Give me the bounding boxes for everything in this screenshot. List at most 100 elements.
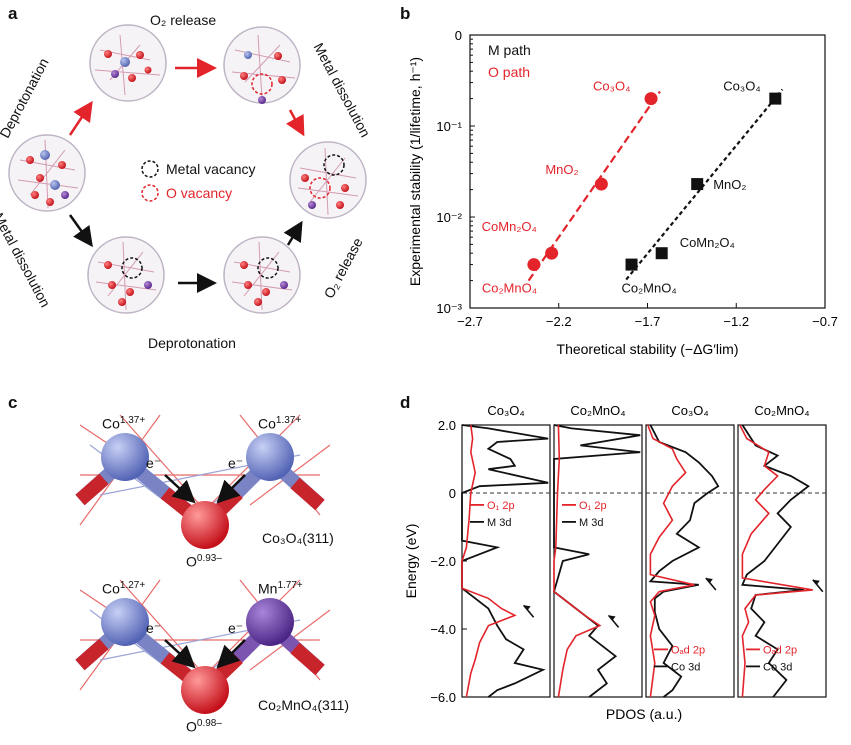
o-path-point-label: CoMn₂O₄ <box>482 219 537 234</box>
pdos-oxygen-curve <box>461 424 517 698</box>
o-path-point-label: MnO₂ <box>545 162 578 177</box>
legend-metal-vacancy: Metal vacancy <box>166 161 256 177</box>
metal-vacancy-legend-icon <box>141 160 159 178</box>
arrow-metal-dissolution-right <box>286 109 305 137</box>
electron-label-bottom-1: e⁻ <box>146 620 162 636</box>
cluster-left <box>8 134 86 212</box>
y-tick-label: 10⁻³ <box>436 301 462 316</box>
m-path-point-label: CoMn₂O₄ <box>680 235 735 250</box>
m-path-point <box>769 92 782 105</box>
m-path-point-label: Co₂MnO₄ <box>622 281 677 296</box>
legend-black-text: M 3d <box>579 517 603 529</box>
cluster-top-left <box>89 24 167 102</box>
material-label-bottom: Co₂MnO₄(311) <box>258 697 350 713</box>
pdos-metal-curve <box>552 424 641 698</box>
pdos-subplot-frame <box>737 424 827 698</box>
stability-scatter-chart: −2.7−2.2−1.7−1.2−0.710⁻³10⁻²10⁻¹0Theoret… <box>407 28 838 357</box>
x-axis-label: Theoretical stability (−ΔG′lim) <box>557 341 739 357</box>
peak-arrow-head <box>705 578 713 583</box>
arrow-o2-release-right <box>283 220 303 246</box>
peak-arrow-head <box>812 579 820 585</box>
panel-a-label: a <box>8 4 18 23</box>
electron-label-top-2: e⁻ <box>228 455 244 471</box>
panel-c: c <box>0 385 390 745</box>
pdos-subplot-frame <box>461 424 551 698</box>
cluster-bottom-right <box>223 236 301 314</box>
arrow-deprotonation-up <box>68 100 93 136</box>
pdos-subplot-title: Co₃O₄ <box>487 403 524 418</box>
legend-o-vacancy: O vacancy <box>166 185 233 201</box>
y-tick-label: −2.0 <box>430 554 456 569</box>
co-right-label-top: Co1.37+ <box>258 415 302 432</box>
o-path-point-label: Co₃O₄ <box>593 79 630 94</box>
top-title: O₂ release <box>150 12 217 28</box>
panel-a-graphic <box>8 24 367 314</box>
panel-d-label: d <box>400 393 411 412</box>
legend-m-path: M path <box>488 42 531 58</box>
pdos-oxygen-curve <box>739 424 813 698</box>
cluster-top-right <box>223 26 301 104</box>
legend-red-text: Oₐd 2p <box>763 644 797 656</box>
y-tick-label: 0 <box>449 486 456 501</box>
pdos-subplot-title: Co₂MnO₄ <box>570 403 625 418</box>
pdos-subplot-title: Co₂MnO₄ <box>754 403 809 418</box>
panel-a: a O₂ release Deprotonation Metal vacancy… <box>0 0 390 360</box>
m-path-point-label: Co₃O₄ <box>723 79 760 94</box>
mn-right-label-bottom: Mn1.77+ <box>258 580 303 597</box>
co3o4-structure <box>75 414 331 549</box>
o-path-point <box>594 177 608 191</box>
m-path-point <box>625 258 638 271</box>
x-tick-label: −1.7 <box>635 314 661 329</box>
y-tick-label: −4.0 <box>430 622 456 637</box>
pdos-metal-curve <box>741 424 811 698</box>
pdos-oxygen-curve <box>553 424 602 698</box>
x-tick-label: −1.2 <box>723 314 749 329</box>
y-tick-label: 10⁻¹ <box>436 119 462 134</box>
peak-arrow-head <box>608 615 616 621</box>
m-path-point-label: MnO₂ <box>713 177 746 192</box>
x-axis-label: PDOS (a.u.) <box>606 706 682 722</box>
o-label-top: O0.93– <box>186 553 222 570</box>
arrow-metal-dissolution-left <box>68 214 93 248</box>
legend-black-text: M 3d <box>487 517 511 529</box>
cluster-right <box>289 141 367 219</box>
bottom-title: Deprotonation <box>148 335 236 351</box>
legend-red-text: O₁ 2p <box>579 500 607 512</box>
co-left-label-top: Co1.37+ <box>102 415 146 432</box>
x-tick-label: −2.7 <box>457 314 483 329</box>
legend-black-text: Co 3d <box>763 661 792 673</box>
o-vacancy-legend-icon <box>141 184 159 202</box>
panel-c-graphic <box>75 414 331 714</box>
co2mno4-structure <box>75 579 331 714</box>
panel-b-label: b <box>400 4 411 23</box>
panel-c-label: c <box>8 393 18 412</box>
m-path-fit-line <box>625 88 784 281</box>
peak-arrow-head <box>523 605 531 611</box>
o-path-point <box>527 258 541 272</box>
o-label-bottom: O0.98– <box>186 718 222 735</box>
m-path-point <box>691 178 704 191</box>
x-tick-label: −2.2 <box>546 314 572 329</box>
pdos-metal-curve <box>461 424 549 698</box>
legend-o-path: O path <box>488 64 530 80</box>
legend-red-text: O₁ 2p <box>487 500 515 512</box>
material-label-top: Co₃O₄(311) <box>262 530 334 546</box>
o-path-point-label: Co₂MnO₄ <box>482 281 537 296</box>
o-path-point <box>545 246 559 260</box>
pdos-subplot-title: Co₃O₄ <box>671 403 708 418</box>
cluster-bottom-left <box>87 236 165 314</box>
electron-label-top-1: e⁻ <box>146 455 162 471</box>
y-tick-label: 0 <box>455 28 462 43</box>
y-axis-label: Experimental stability (1/lifetime, h⁻¹) <box>407 57 423 286</box>
pdos-subplot-frame <box>645 424 735 698</box>
o-path-point <box>644 92 658 106</box>
legend-red-text: Oₐd 2p <box>671 644 705 656</box>
legend-black-text: Co 3d <box>671 661 700 673</box>
pdos-subplot-frame <box>553 424 643 698</box>
y-tick-label: −6.0 <box>430 690 456 705</box>
co-left-label-bottom: Co1.27+ <box>102 580 146 597</box>
y-axis-label: Energy (eV) <box>403 524 419 599</box>
